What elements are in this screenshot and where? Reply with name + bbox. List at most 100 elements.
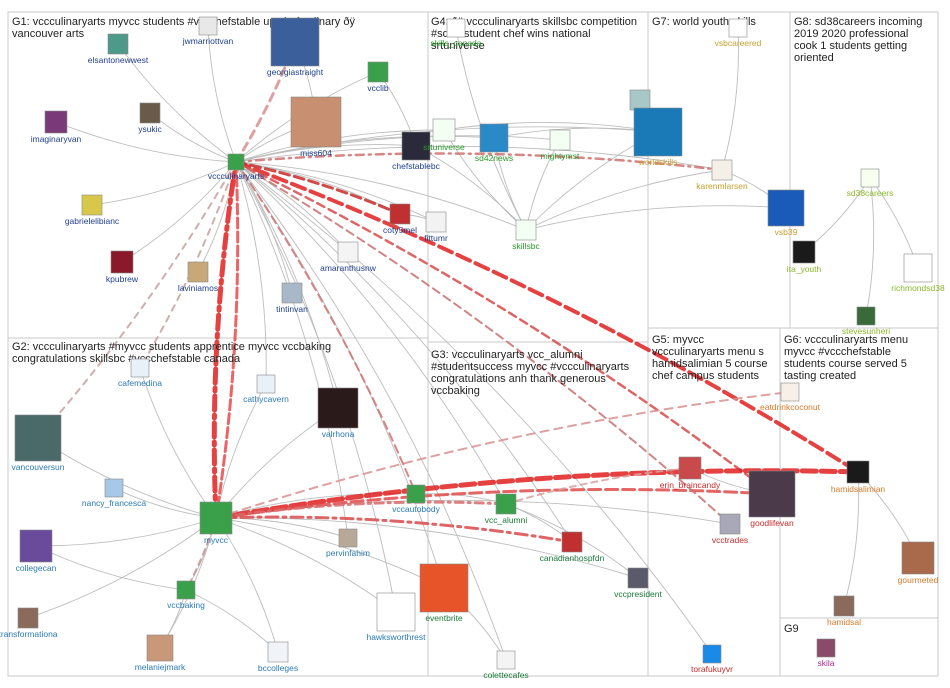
group-title-g8: 2019 2020 professional	[794, 28, 908, 40]
node-vsb39[interactable]: vsb39	[767, 189, 805, 237]
node-label: melaniejmark	[135, 662, 186, 672]
heavy-edge-vccculinaryarts-goodlifevan	[234, 160, 774, 496]
node-coty5mel[interactable]: coty5mel	[383, 203, 417, 235]
node-richmondsd38[interactable]: richmondsd38	[891, 253, 945, 293]
node-elsantonewwest[interactable]: elsantonewwest	[88, 33, 149, 65]
node-label: chefstablebc	[392, 161, 440, 171]
heavy-edge-myvcc-canadianhospfdn	[214, 515, 574, 544]
node-label: laviniamos	[178, 283, 218, 293]
heavy-edge-vccculinaryarts-vancouversun	[37, 161, 237, 439]
avatar	[227, 153, 245, 171]
node-skillsbc[interactable]: skillsbc	[512, 219, 540, 251]
avatar	[495, 493, 517, 515]
node-imaginaryvan[interactable]: imaginaryvan	[31, 110, 82, 144]
node-colettecafes[interactable]: colettecafes	[483, 650, 529, 680]
node-erin_braincandy[interactable]: erin_braincandy	[660, 456, 721, 490]
node-hawksworthrest[interactable]: hawksworthrest	[366, 592, 426, 642]
node-eatdrinkcoconut[interactable]: eatdrinkcoconut	[760, 382, 821, 412]
node-vsbcareered[interactable]: vsbcareered	[715, 18, 762, 48]
node-jwmarriottvan[interactable]: jwmarriottvan	[182, 16, 234, 46]
node-worldskills[interactable]: worldskills	[633, 107, 683, 167]
node-vancouversun[interactable]: vancouversun	[12, 414, 65, 472]
node-miss604[interactable]: miss604	[290, 96, 342, 158]
heavy-edge-vccculinaryarts-vcctrades	[235, 161, 731, 525]
node-karenmlarsen[interactable]: karenmlarsen	[696, 159, 748, 191]
node-skills_canada[interactable]: skills_canada	[430, 18, 482, 48]
node-chefstablebc[interactable]: chefstablebc	[392, 131, 441, 171]
node-ysukic[interactable]: ysukic	[138, 102, 163, 134]
edge-skillsbc-srtuniverse	[443, 129, 527, 231]
edge-myvcc-transformationa	[27, 517, 217, 619]
avatar	[267, 641, 289, 663]
heavy-edge-vcc_alumni-erin_braincandy	[505, 467, 691, 505]
node-skila[interactable]: skila	[816, 638, 836, 668]
node-hamidsalimian[interactable]: hamidsalimian	[831, 460, 886, 494]
node-stevesunheri[interactable]: stevesunheri	[842, 306, 890, 336]
node-label: vancouversun	[12, 462, 65, 472]
node-mightymst[interactable]: mightymst	[541, 129, 580, 161]
avatar	[446, 18, 466, 38]
node-torafukuyvr[interactable]: torafukuyvr	[691, 644, 733, 674]
edge-skillsbc-karenmlarsen	[525, 169, 723, 231]
node-kpubrew[interactable]: kpubrew	[106, 250, 139, 284]
node-vcc_alumni[interactable]: vcc_alumni	[485, 493, 528, 525]
edge-vccculinaryarts-valrhona	[235, 161, 339, 409]
node-valrhona[interactable]: valrhona	[317, 387, 359, 439]
avatar	[337, 241, 359, 263]
edge-myvcc-cathycavern	[215, 383, 267, 519]
node-georgiastraight[interactable]: georgiastraight	[267, 17, 324, 77]
node-label: vsb39	[775, 227, 798, 237]
node-label: valrhona	[322, 429, 355, 439]
node-gabrielelibianc[interactable]: gabrielelibianc	[65, 194, 120, 226]
avatar	[14, 414, 62, 462]
node-sd38careers[interactable]: sd38careers	[847, 168, 894, 198]
node-laviniamos[interactable]: laviniamos	[178, 261, 218, 293]
edge-vccculinaryarts-ysukic	[149, 112, 237, 163]
node-canadianhospfdn[interactable]: canadianhospfdn	[540, 531, 605, 563]
node-vccpresident[interactable]: vccpresident	[614, 567, 662, 599]
edge-vccculinaryarts-torafukuyvr	[235, 161, 713, 655]
node-vccbaking[interactable]: vccbaking	[167, 580, 205, 610]
node-cathycavern[interactable]: cathycavern	[243, 374, 289, 404]
node-vccautobody[interactable]: vccautobody	[392, 484, 441, 514]
node-goodlifevan[interactable]: goodlifevan	[748, 470, 796, 528]
node-ita_youth[interactable]: ita_youth	[787, 240, 822, 274]
node-nancy_francesca[interactable]: nancy_francesca	[82, 478, 147, 508]
node-label: georgiastraight	[267, 67, 324, 77]
node-label: miss604	[300, 148, 332, 158]
node-collegecan[interactable]: collegecan	[16, 529, 57, 573]
avatar	[367, 61, 389, 83]
node-bccolleges[interactable]: bccolleges	[258, 641, 298, 673]
node-vcclib[interactable]: vcclib	[367, 61, 389, 93]
node-tintinvan[interactable]: tintinvan	[276, 282, 308, 314]
node-gourmeted[interactable]: gourmeted	[898, 541, 939, 585]
node-transformationa[interactable]: transformationa	[0, 607, 58, 639]
group-box-g9	[779, 617, 939, 677]
node-label: canadianhospfdn	[540, 553, 605, 563]
node-label: skills_canada	[430, 38, 481, 48]
node-sd42news[interactable]: sd42news	[475, 123, 513, 163]
node-pervinfahim[interactable]: pervinfahim	[326, 528, 370, 558]
edge-vccculinaryarts-fittumr	[235, 161, 437, 223]
node-hamidsal[interactable]: hamidsal	[827, 595, 861, 627]
avatar	[833, 595, 855, 617]
node-myvcc[interactable]: myvcc	[199, 501, 233, 545]
node-vccculinaryarts[interactable]: vccculinaryarts	[208, 153, 264, 181]
node-cafemedina[interactable]: cafemedina	[118, 358, 162, 388]
node-fittumr[interactable]: fittumr	[424, 211, 448, 243]
node-label: sd38careers	[847, 188, 894, 198]
node-melaniejmark[interactable]: melaniejmark	[135, 634, 186, 672]
node-srtuniverse[interactable]: srtuniverse	[423, 118, 465, 152]
avatar	[19, 529, 53, 563]
node-label: worldskills	[638, 157, 678, 167]
node-eventbrite[interactable]: eventbrite	[419, 563, 469, 623]
node-vcctrades[interactable]: vcctrades	[712, 513, 748, 545]
edge-vccculinaryarts-imaginaryvan	[55, 121, 237, 163]
node-label: collegecan	[16, 563, 57, 573]
node-amaranthusnw[interactable]: amaranthusnw	[320, 241, 377, 273]
avatar	[860, 168, 880, 188]
group-title-g3: G3: vccculinaryarts vcc_alumni	[431, 349, 583, 361]
node-label: stevesunheri	[842, 326, 890, 336]
node-label: vccautobody	[392, 504, 440, 514]
edge-vccculinaryarts-karenmlarsen	[235, 145, 723, 171]
